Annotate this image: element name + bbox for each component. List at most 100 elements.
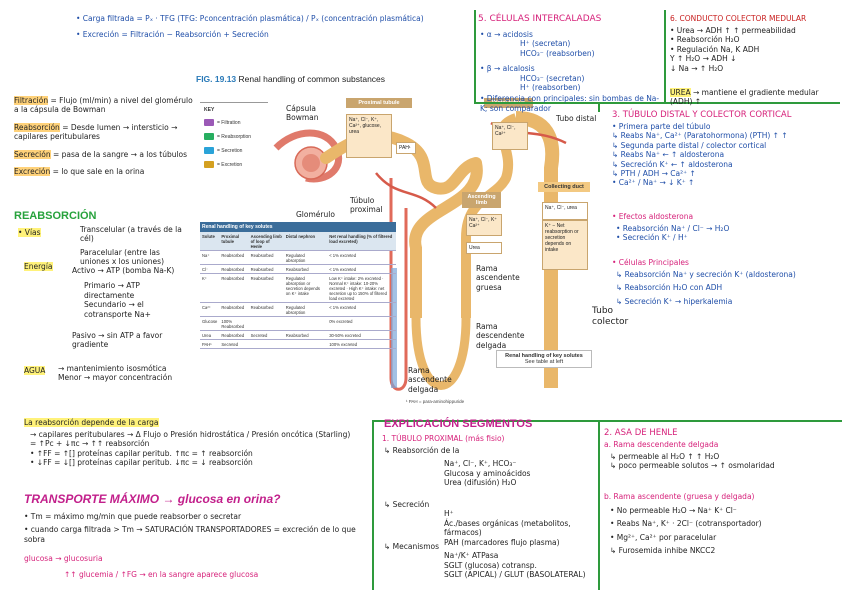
figure-footnote: ¹ PAH = para-aminohippuride bbox=[406, 399, 464, 404]
proximal-box: Na⁺, Cl⁻, K⁺, Ca²⁺, glucose, urea bbox=[346, 114, 392, 158]
urea-note: UREA → mantiene el gradiente medular (AD… bbox=[670, 88, 842, 107]
energia-secundario: Secundario → el cotransporte Na+ bbox=[84, 300, 192, 319]
annot-capsula: Cápsula Bowman bbox=[286, 104, 336, 123]
via-paracelular: Paracelular (entre las uniones x los uni… bbox=[80, 248, 190, 267]
annot-rama-asc: Rama ascendente gruesa bbox=[476, 264, 526, 292]
henle-desc: a. Rama descendente delgada bbox=[604, 440, 718, 449]
annot-glomerulo: Glomérulo bbox=[296, 210, 335, 219]
ascending-head: Ascending limb bbox=[462, 192, 501, 208]
def-text-excrecion: = lo que sale en la orina bbox=[53, 167, 145, 176]
transporte-item-3: glucosa → glucosuria bbox=[24, 554, 364, 563]
figure-renal-handling: FIG. 19.13 Renal handling of common subs… bbox=[196, 74, 571, 414]
top-note-excrecion: • Excreción = Filtración − Reabsorción +… bbox=[76, 30, 476, 39]
carga-item-3: • ↑FF = ↑[] proteínas capilar peritub. ↑… bbox=[30, 449, 360, 458]
energia-list: Activo → ATP (bomba Na-K) Primario → ATP… bbox=[72, 266, 192, 350]
energia-activo: Activo → ATP (bomba Na-K) bbox=[72, 266, 192, 275]
carga-list: → capilares peritubulares → Δ Flujo o Pr… bbox=[30, 430, 360, 468]
henle-title: 2. ASA DE HENLE bbox=[604, 428, 678, 439]
th-solute: Solute bbox=[200, 232, 219, 251]
alpha-item-2: HCO₃⁻ (reabsorben) bbox=[520, 49, 660, 58]
beta-label: • β → alcalosis bbox=[480, 64, 660, 73]
annot-tubo-distal: Tubo distal bbox=[556, 114, 596, 123]
transporte-list: • Tm = máximo mg/min que puede reabsorbe… bbox=[24, 512, 364, 579]
key-excretion: = Excretion bbox=[204, 161, 242, 168]
collecting-head: Collecting duct bbox=[538, 182, 590, 192]
beta-item-1: HCO₃⁻ (secretan) bbox=[520, 74, 660, 83]
def-term-reabsorcion: Reabsorción bbox=[14, 123, 60, 132]
alpha-label: • α → acidosis bbox=[480, 30, 660, 39]
carga-item-1: → capilares peritubulares → Δ Flujo o Pr… bbox=[30, 430, 360, 439]
def-term-excrecion: Excreción bbox=[14, 167, 50, 176]
principales-list: ↳ Reabsorción Na⁺ y secreción K⁺ (aldost… bbox=[616, 270, 841, 306]
top-note-carga: • Carga filtrada = Pₓ · TFG (TFG: Pconce… bbox=[76, 14, 476, 23]
def-text-secrecion: = pasa de la sangre → a los túbulos bbox=[53, 150, 187, 159]
divider bbox=[474, 10, 476, 102]
key-filtration: = Filtration bbox=[204, 119, 240, 126]
def-term-secrecion: Secreción bbox=[14, 150, 51, 159]
aldo-list: • Reabsorción Na⁺ / Cl⁻ → H₂O • Secreció… bbox=[616, 224, 841, 243]
vias-list: Transcelular (a través de la cél) Parace… bbox=[80, 225, 190, 267]
collecting-box1: Na⁺, Cl⁻, urea bbox=[542, 202, 588, 220]
s1-title: 1. TÚBULO PROXIMAL (más fisio) bbox=[382, 434, 504, 443]
annot-rama-asc-delg: Rama ascendente delgada bbox=[408, 366, 458, 394]
pah-box: PAH¹ bbox=[396, 142, 416, 154]
intercaladas-title: 5. CÉLULAS INTERCALADAS bbox=[478, 14, 601, 25]
vias-label: • Vías bbox=[18, 228, 41, 237]
s1-secrecion: ↳ Secreción H⁺ Ác./bases orgánicas (meta… bbox=[384, 500, 594, 547]
intercaladas-list: • α → acidosis H⁺ (secretan) HCO₃⁻ (reab… bbox=[480, 30, 660, 113]
def-term-filtracion: Filtración bbox=[14, 96, 48, 105]
reabsorcion-title: REABSORCIÓN bbox=[14, 210, 97, 222]
key-reabsorption: = Reabsorption bbox=[204, 133, 251, 140]
agua-item-2: Menor → mayor concentración bbox=[58, 373, 198, 382]
explicacion-title: EXPLICACIÓN SEGMENTOS bbox=[384, 418, 532, 430]
agua-label: AGUA bbox=[24, 366, 45, 375]
beta-item-2: H⁺ (reabsorben) bbox=[520, 83, 660, 92]
collecting-box2: K⁺ − Net reabsorption or secretion depen… bbox=[542, 220, 588, 270]
agua-item-1: → mantenimiento isosmótica bbox=[58, 364, 198, 373]
transporte-title: TRANSPORTE MÁXIMO → glucosa en orina? bbox=[24, 492, 280, 506]
alpha-item-1: H⁺ (secretan) bbox=[520, 39, 660, 48]
carga-label: La reabsorción depende de la carga bbox=[24, 418, 159, 427]
renal-handling-caption: Renal handling of key solutes See table … bbox=[496, 350, 592, 368]
divider bbox=[372, 420, 374, 590]
annot-rama-desc: Rama descendente delgada bbox=[476, 322, 526, 350]
figure-title: FIG. 19.13 Renal handling of common subs… bbox=[196, 74, 385, 84]
energia-pasivo: Pasivo → sin ATP a favor gradiente bbox=[72, 331, 192, 350]
transporte-item-1: • Tm = máximo mg/min que puede reabsorbe… bbox=[24, 512, 364, 521]
agua-list: → mantenimiento isosmótica Menor → mayor… bbox=[58, 364, 198, 383]
conducto-list: • Urea → ADH ↑ ↑ permeabilidad • Reabsor… bbox=[670, 26, 842, 73]
s1-reabs: ↳ Reabsorción de la Na⁺, Cl⁻, K⁺, HCO₃⁻ … bbox=[384, 446, 594, 488]
key-title: KEY bbox=[204, 107, 214, 113]
solute-table: Renal handling of key solutes Solute Pro… bbox=[200, 222, 396, 349]
annot-tubulo-prox: Túbulo proximal bbox=[350, 196, 390, 215]
henle-asc: b. Rama ascendente (gruesa y delgada) bbox=[604, 492, 754, 501]
via-transcelular: Transcelular (a través de la cél) bbox=[80, 225, 190, 244]
divider bbox=[598, 420, 600, 590]
annot-tubo-colector: Tubo colector bbox=[592, 306, 632, 329]
divider bbox=[664, 10, 666, 102]
energia-label: Energía bbox=[24, 262, 53, 271]
key-secretion: = Secretion bbox=[204, 147, 242, 154]
proximal-head: Proximal tubule bbox=[346, 98, 412, 108]
th-net: Net renal handling (% of filtered load e… bbox=[327, 232, 396, 251]
henle-desc-list: ↳ permeable al H₂O ↑ ↑ H₂O ↳ poco permea… bbox=[610, 452, 840, 471]
aldo-title: • Efectos aldosterona bbox=[612, 212, 693, 221]
transporte-item-2: • cuando carga filtrada > Tm → SATURACIÓ… bbox=[24, 525, 364, 544]
henle-asc-list: • No permeable H₂O → Na⁺ K⁺ Cl⁻ • Reabs … bbox=[610, 506, 840, 556]
ascending-box: Na⁺, Cl⁻, K⁺ Ca²⁺ bbox=[466, 214, 502, 236]
distal-title: 3. TÚBULO DISTAL Y COLECTOR CORTICAL bbox=[612, 110, 791, 121]
principales-title: • Células Principales bbox=[612, 258, 689, 267]
distal-box: Na⁺, Cl⁻, Ca²⁺ bbox=[492, 122, 528, 150]
s1-mecanismos: ↳ Mecanismos Na⁺/K⁺ ATPasa SGLT (glucosa… bbox=[384, 542, 594, 580]
transporte-item-4: ↑↑ glucemia / ↑FG → en la sangre aparece… bbox=[64, 570, 364, 579]
carga-item-4: • ↓FF = ↓[] proteínas capilar peritub. ↓… bbox=[30, 458, 360, 467]
th-distal: Distal nephron bbox=[284, 232, 327, 251]
urea-box: Urea bbox=[466, 242, 502, 254]
